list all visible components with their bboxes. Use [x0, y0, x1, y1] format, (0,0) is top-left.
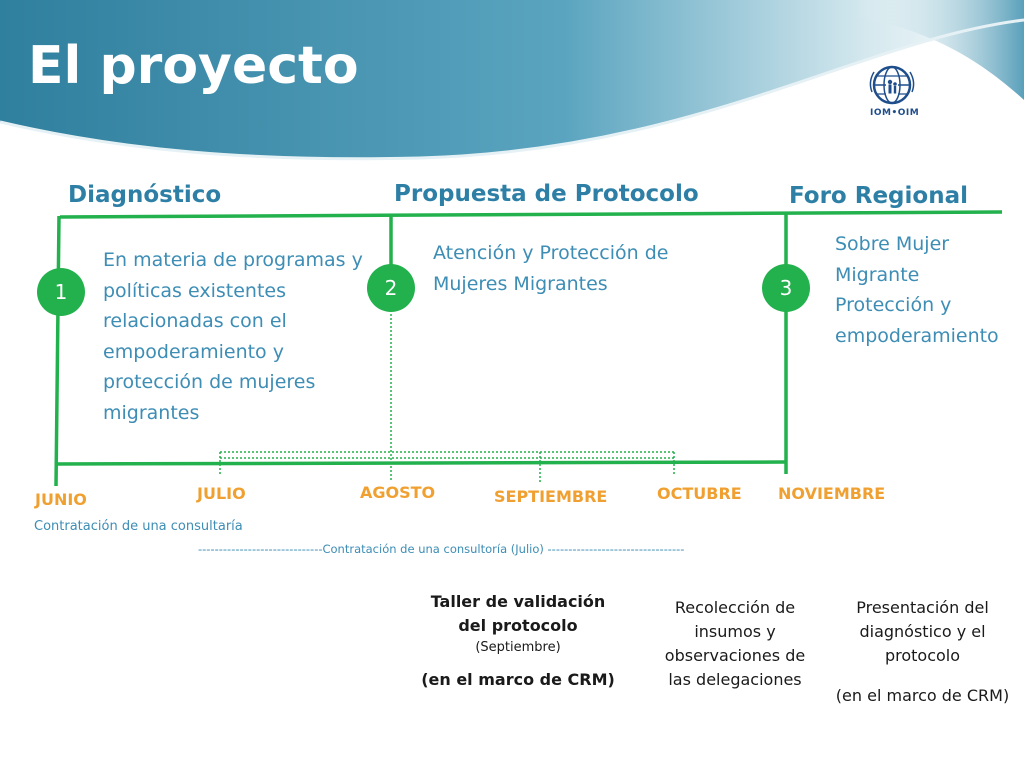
workshop-event: Taller de validación del protocolo (Sept…	[418, 590, 618, 692]
phase-1-number: 1	[54, 280, 68, 304]
consultancy-june-note: Contratación de una consultaría	[34, 519, 243, 534]
phase-1-title: Diagnóstico	[68, 182, 222, 208]
consultancy-july-note: ------------------------------Contrataci…	[198, 542, 685, 556]
header-wave	[0, 0, 1024, 161]
phase-2-marker: 2	[367, 264, 415, 312]
phase-2-number: 2	[384, 276, 398, 300]
presentation-text: Presentación del diagnóstico y el protoc…	[856, 598, 989, 665]
presentation-framework: (en el marco de CRM)	[835, 686, 1010, 705]
month-october: OCTUBRE	[657, 484, 742, 503]
presentation-event: Presentación del diagnóstico y el protoc…	[835, 596, 1010, 708]
month-july: JULIO	[197, 484, 246, 503]
phase-3-description: Sobre Mujer Migrante Protección y empode…	[835, 233, 999, 347]
org-logo: IOM•OIM	[866, 62, 920, 120]
phase-2-title: Propuesta de Protocolo	[394, 181, 699, 207]
logo-text: IOM•OIM	[870, 108, 920, 118]
phase-2-description: Atención y Protección de Mujeres Migrant…	[433, 242, 669, 295]
workshop-date: (Septiembre)	[475, 640, 561, 655]
slide-title: El proyecto	[28, 36, 359, 96]
month-november: NOVIEMBRE	[778, 484, 886, 503]
month-september: SEPTIEMBRE	[494, 487, 608, 506]
workshop-title-line-2: del protocolo	[458, 616, 578, 635]
phase-1-marker: 1	[37, 268, 85, 316]
phase-1-description: En materia de programas y políticas exis…	[103, 249, 363, 424]
phase-3-marker: 3	[762, 264, 810, 312]
workshop-framework: (en el marco de CRM)	[421, 670, 615, 689]
workshop-title-line-1: Taller de validación	[430, 592, 606, 611]
phase-3-number: 3	[779, 276, 793, 300]
globe-icon	[869, 65, 915, 105]
phase-3-title: Foro Regional	[789, 183, 968, 209]
month-august: AGOSTO	[360, 483, 436, 502]
collection-event: Recolección de insumos y observaciones d…	[664, 598, 806, 689]
month-june: JUNIO	[35, 490, 87, 509]
